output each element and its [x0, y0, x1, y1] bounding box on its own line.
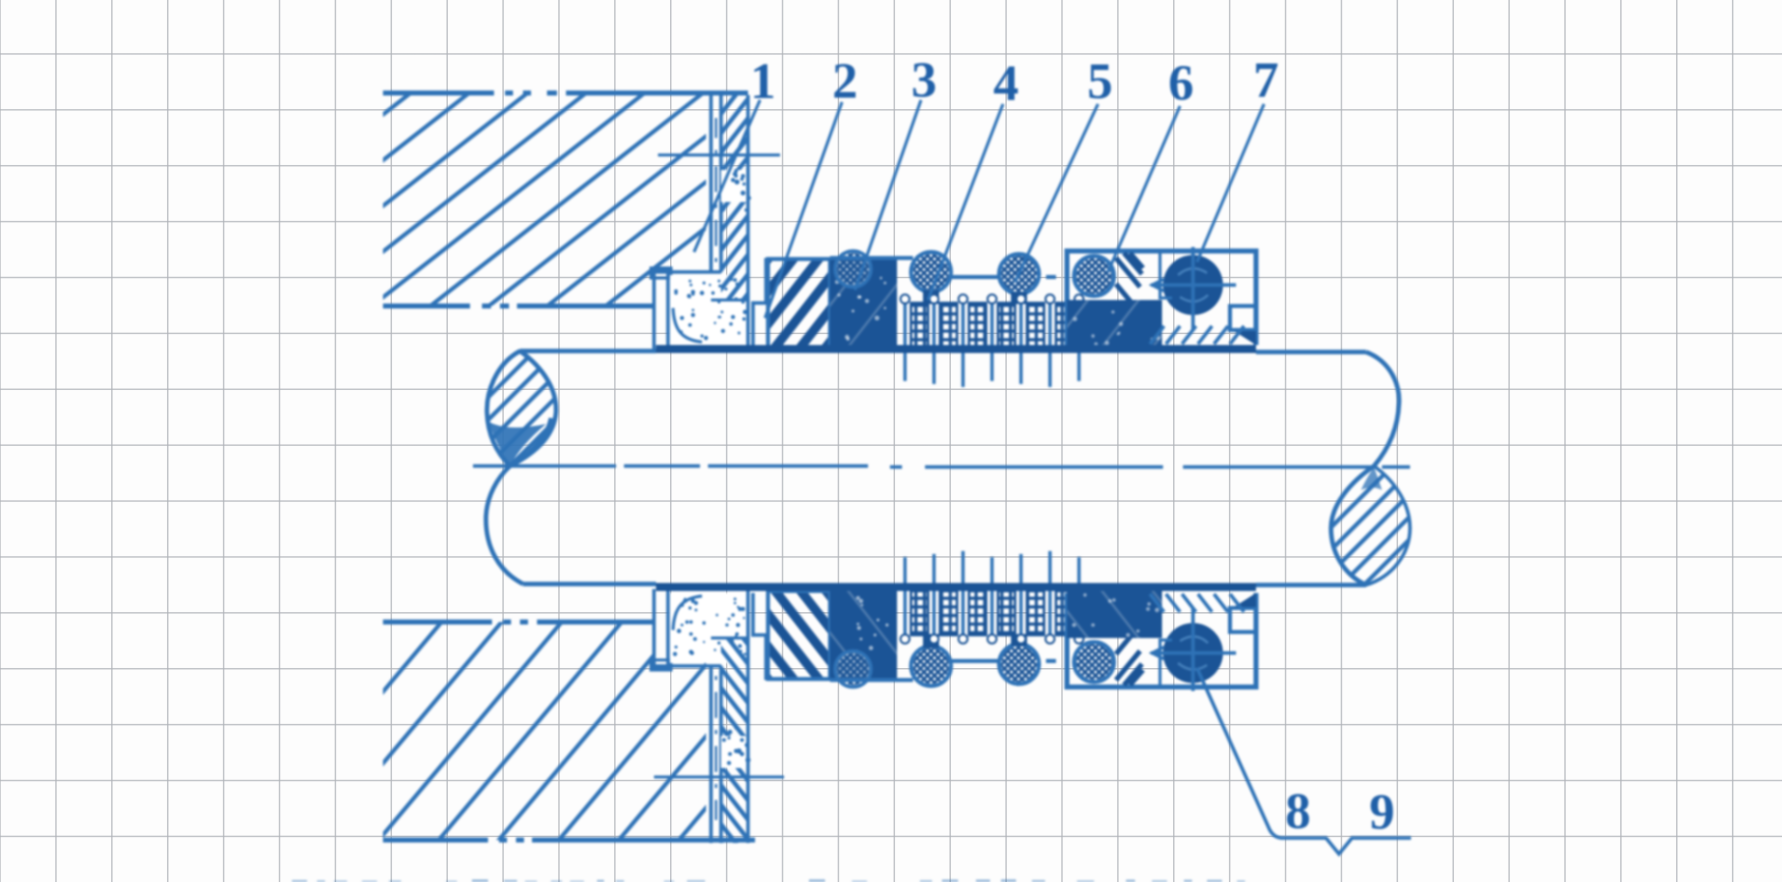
svg-text:2: 2 — [832, 54, 858, 110]
svg-text:3: 3 — [911, 53, 937, 109]
svg-text:6: 6 — [1168, 56, 1194, 112]
svg-text:9: 9 — [1369, 785, 1395, 841]
svg-text:8: 8 — [1285, 784, 1311, 840]
svg-text:5: 5 — [1087, 54, 1113, 110]
svg-text:1: 1 — [750, 54, 776, 110]
svg-text:7: 7 — [1253, 53, 1279, 109]
svg-text:4: 4 — [993, 56, 1019, 112]
